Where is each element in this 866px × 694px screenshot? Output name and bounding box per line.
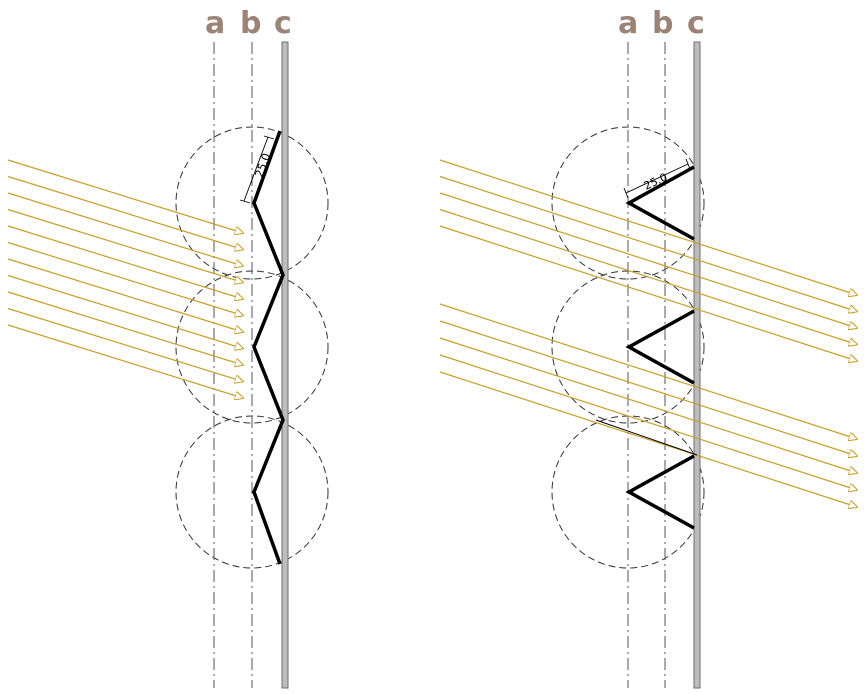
right-dimension-tick (623, 187, 629, 199)
right-chevron (625, 165, 695, 241)
right-column-label-c: c (687, 6, 705, 41)
right-ray (439, 354, 857, 490)
left-ray (7, 208, 243, 283)
left-ray (7, 324, 243, 398)
left-column-label-c: c (274, 6, 292, 41)
left-ray (7, 225, 243, 299)
left-ray (7, 291, 243, 365)
right-column-label-a: a (618, 6, 639, 41)
left-ray (7, 241, 243, 316)
right-ray (439, 159, 857, 295)
left-dimension-line (243, 136, 269, 202)
right-ray (439, 225, 857, 361)
right-panel: 25.0 (439, 41, 857, 689)
right-ray (439, 371, 857, 507)
left-panel: 25.0 (7, 41, 329, 689)
right-ray (439, 320, 857, 456)
left-ray (7, 258, 243, 332)
left-wall-c (281, 41, 289, 689)
right-dimension-tick (685, 158, 691, 170)
left-column-label-b: b (240, 6, 262, 41)
left-column-label-a: a (205, 6, 226, 41)
right-column-label-b: b (652, 6, 674, 41)
left-ray (7, 175, 243, 250)
right-wall-c (693, 41, 701, 689)
left-dimension-label: 25.0 (253, 152, 274, 179)
right-ray (439, 303, 857, 439)
right-chevron (625, 309, 695, 385)
right-dimension-line (625, 163, 689, 194)
right-chevron (625, 454, 695, 530)
left-dimension-tick (239, 199, 251, 204)
left-zigzag-line (252, 130, 285, 565)
left-dimension-tick (263, 135, 275, 140)
left-ray (7, 192, 243, 266)
left-ray (7, 274, 243, 349)
right-ray (439, 192, 857, 328)
right-thin-line (595, 419, 698, 456)
left-ray (7, 159, 243, 233)
right-ray (439, 337, 857, 473)
right-ray (439, 208, 857, 345)
left-ray (7, 307, 243, 382)
right-construction-circle (551, 126, 705, 280)
left-construction-circle (175, 126, 329, 280)
right-ray (439, 175, 857, 312)
